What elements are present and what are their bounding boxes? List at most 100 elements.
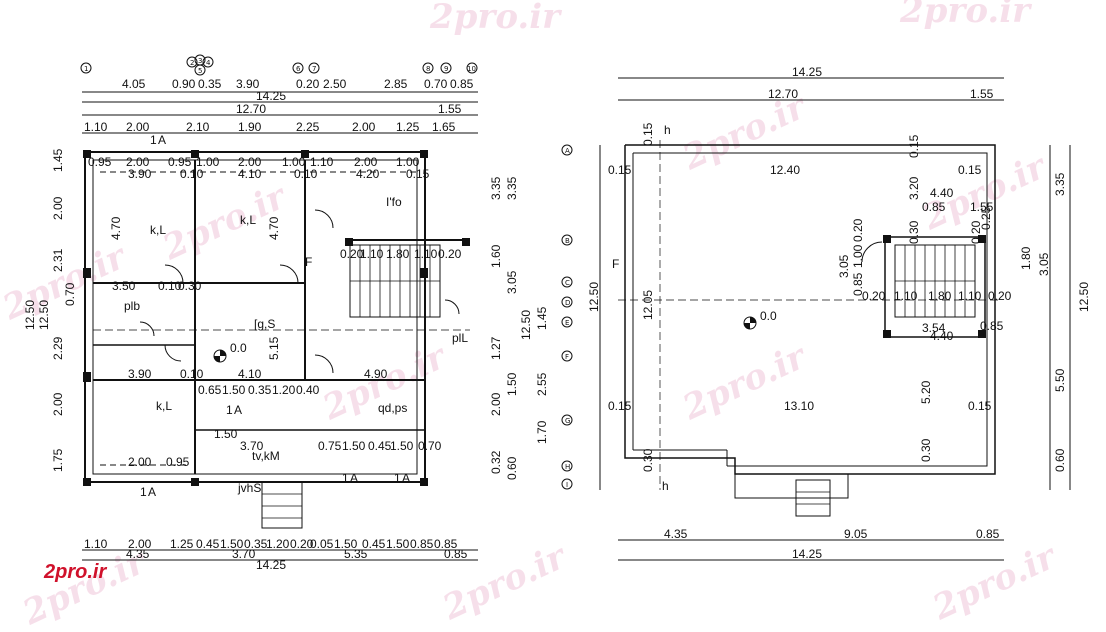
room-label: k,L: [240, 213, 256, 227]
svg-text:0.20: 0.20: [851, 218, 865, 242]
door-swing: [279, 264, 299, 284]
svg-text:12.40: 12.40: [770, 163, 800, 177]
dim-label: 1.25: [396, 120, 420, 134]
dim-label: 2.00: [51, 392, 65, 416]
watermark: 2pro.ir: [429, 0, 562, 37]
svg-text:3.05: 3.05: [837, 254, 851, 278]
dim-label: 2.25: [296, 120, 320, 134]
svg-text:3.90: 3.90: [128, 167, 152, 181]
svg-text:8: 8: [426, 65, 430, 73]
dim-label: 0.05: [310, 537, 334, 551]
dim-label: 12.50: [37, 300, 51, 330]
svg-text:I: I: [566, 481, 568, 489]
svg-text:0.45: 0.45: [368, 439, 392, 453]
stair-treads: [350, 245, 440, 317]
svg-text:0.0: 0.0: [760, 309, 777, 323]
dim-label: 3.35: [505, 176, 519, 200]
dim-label: 0.35: [198, 77, 222, 91]
svg-text:3.90: 3.90: [128, 367, 152, 381]
svg-text:0.15: 0.15: [608, 399, 632, 413]
dim-label: 1.25: [170, 537, 194, 551]
svg-text:F: F: [565, 353, 569, 361]
svg-text:2.00: 2.00: [128, 455, 152, 469]
dim-label: 2.00: [489, 392, 503, 416]
svg-text:14.25: 14.25: [792, 547, 822, 561]
svg-text:0.85: 0.85: [851, 272, 865, 296]
svg-text:6: 6: [296, 65, 301, 73]
svg-text:1: 1: [394, 471, 401, 485]
svg-text:1.10: 1.10: [414, 247, 438, 261]
dim-label: 1.55: [970, 87, 994, 101]
svg-text:0.35: 0.35: [248, 383, 272, 397]
svg-text:0.15: 0.15: [608, 163, 632, 177]
svg-text:4.70: 4.70: [109, 216, 123, 240]
svg-text:1.50: 1.50: [214, 427, 238, 441]
svg-text:3.50: 3.50: [112, 279, 136, 293]
svg-text:10: 10: [467, 65, 476, 73]
svg-text:4.35: 4.35: [664, 527, 688, 541]
svg-text:0.30: 0.30: [907, 220, 921, 244]
svg-text:F: F: [305, 255, 312, 269]
svg-text:1.10: 1.10: [360, 247, 384, 261]
dim-label: 4.05: [122, 77, 146, 91]
dim-label: 1.10: [84, 120, 108, 134]
svg-text:4.40: 4.40: [930, 186, 954, 200]
dim-label: 1.20: [266, 537, 290, 551]
dim-label: 1.70: [535, 420, 549, 444]
watermark: 2pro.ir: [926, 536, 1064, 629]
svg-text:1.10: 1.10: [958, 289, 982, 303]
room-label: [g,S: [254, 317, 275, 331]
dim-label: 2.00: [128, 537, 152, 551]
svg-text:1.00: 1.00: [851, 244, 865, 268]
ground-floor-plan: [82, 91, 478, 529]
svg-text:A: A: [148, 485, 156, 499]
svg-text:1.50: 1.50: [390, 439, 414, 453]
stair-enclosure: [884, 236, 986, 338]
columns: [883, 235, 986, 338]
dim-label: 2.50: [323, 77, 347, 91]
dim-label: 3.70: [232, 547, 256, 561]
svg-text:1: 1: [84, 65, 88, 73]
svg-text:E: E: [565, 319, 569, 327]
svg-text:0.0: 0.0: [230, 341, 247, 355]
door-swing: [139, 321, 155, 337]
dim-label: 1.50: [220, 537, 244, 551]
svg-text:0.85: 0.85: [922, 200, 946, 214]
roof-plan: [599, 77, 1071, 561]
dim-label: 0.70: [63, 282, 77, 306]
svg-text:B: B: [565, 237, 570, 245]
dim-label: 1.50: [505, 372, 519, 396]
dim-label: 1.60: [489, 244, 503, 268]
svg-text:9.05: 9.05: [844, 527, 868, 541]
svg-text:A: A: [402, 471, 410, 485]
watermark: 2pro.ir: [676, 336, 814, 429]
dim-label: 0.32: [489, 450, 503, 474]
dim-label: 0.45: [362, 537, 386, 551]
svg-text:C: C: [565, 279, 570, 287]
svg-text:2.00: 2.00: [238, 155, 262, 169]
dim-label: 1.65: [432, 120, 456, 134]
svg-text:0.75: 0.75: [318, 439, 342, 453]
dim-label: 1.50: [334, 537, 358, 551]
svg-text:0.30: 0.30: [919, 438, 933, 462]
svg-text:1.20: 1.20: [272, 383, 296, 397]
entrance-steps: [795, 479, 831, 517]
dim-label: 2.55: [535, 372, 549, 396]
dim-label: 2.00: [51, 196, 65, 220]
svg-text:h: h: [664, 123, 671, 137]
svg-text:3.35: 3.35: [1053, 172, 1067, 196]
svg-text:h: h: [662, 479, 669, 493]
dim-label: 14.25: [256, 89, 286, 103]
door-swing: [314, 354, 334, 374]
dim-label: 1.75: [51, 448, 65, 472]
dim-label: 1.10: [84, 537, 108, 551]
dim-label: 0.90: [172, 77, 196, 91]
svg-text:1.00: 1.00: [396, 155, 420, 169]
level-marker: 0.0: [743, 309, 777, 330]
dim-label: 2.00: [126, 120, 150, 134]
svg-text:1.10: 1.10: [894, 289, 918, 303]
svg-text:0.65: 0.65: [198, 383, 222, 397]
room-label: I'fo: [386, 195, 402, 209]
svg-text:1.00: 1.00: [282, 155, 306, 169]
svg-text:0.70: 0.70: [418, 439, 442, 453]
